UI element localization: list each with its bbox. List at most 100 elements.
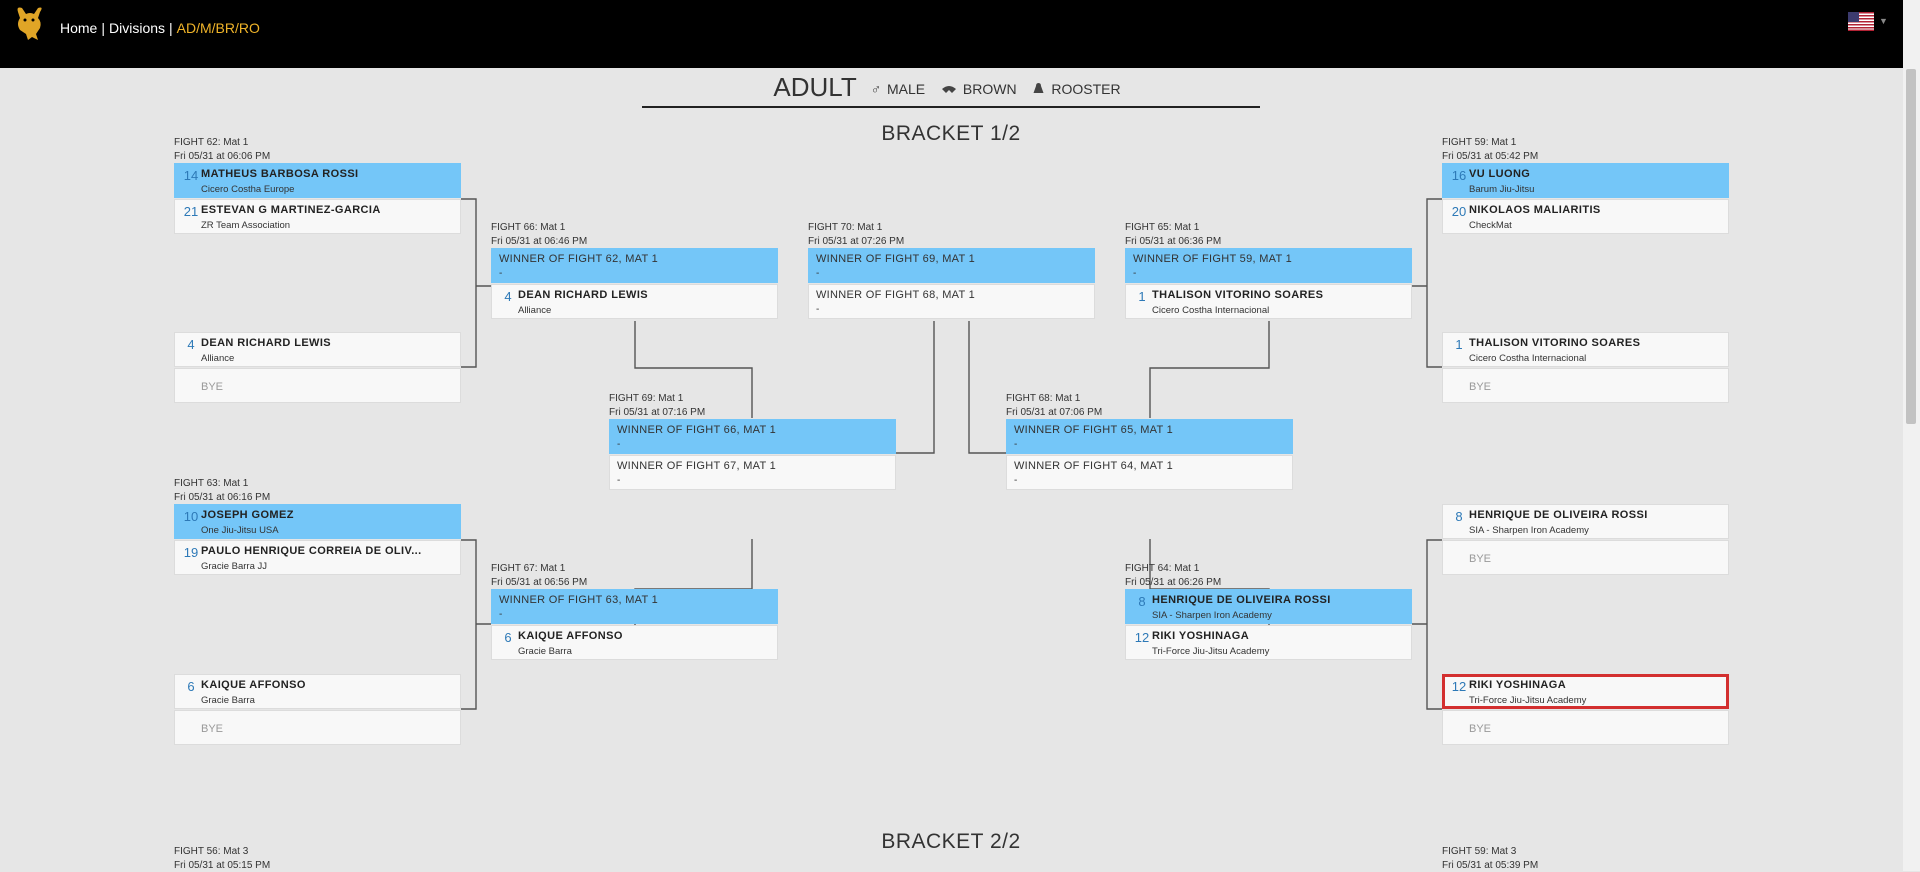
placeholder-sub: - xyxy=(1014,475,1017,486)
seed-number: 6 xyxy=(181,679,201,694)
match-info xyxy=(174,647,461,674)
bye-label: BYE xyxy=(201,381,223,393)
bye-label: BYE xyxy=(201,723,223,735)
fight-label: FIGHT 65: Mat 1 xyxy=(1125,221,1412,235)
fight-time: Fri 05/31 at 06:06 PM xyxy=(174,150,461,164)
placeholder-sub: - xyxy=(1014,439,1017,450)
competitor-slot[interactable]: WINNER OF FIGHT 65, MAT 1 - xyxy=(1006,419,1293,454)
competitor-name[interactable]: RIKI YOSHINAGA xyxy=(1469,679,1566,691)
fight-time: Fri 05/31 at 06:46 PM xyxy=(491,235,778,249)
fight-label: FIGHT 59: Mat 3 xyxy=(1442,845,1729,859)
bye-label: BYE xyxy=(1469,553,1491,565)
seed-number: 10 xyxy=(181,509,201,524)
connector-line xyxy=(461,199,491,367)
competitor-name[interactable]: HENRIQUE DE OLIVEIRA ROSSI xyxy=(1469,509,1648,521)
connector-line xyxy=(461,540,491,709)
fight-time: Fri 05/31 at 06:16 PM xyxy=(174,491,461,505)
team-name: Cicero Costha Internacional xyxy=(1469,353,1586,364)
team-name: Alliance xyxy=(518,305,551,316)
competitor-name[interactable]: PAULO HENRIQUE CORREIA DE OLIV... xyxy=(201,545,422,557)
bye-slot: BYE xyxy=(1442,540,1729,575)
competitor-name[interactable]: THALISON VITORINO SOARES xyxy=(1152,289,1323,301)
competitor-name[interactable]: NIKOLAOS MALIARITIS xyxy=(1469,204,1601,216)
placeholder-label: WINNER OF FIGHT 69, MAT 1 xyxy=(816,253,975,265)
placeholder-label: WINNER OF FIGHT 59, MAT 1 xyxy=(1133,253,1292,265)
competitor-name[interactable]: KAIQUE AFFONSO xyxy=(201,679,306,691)
competitor-slot[interactable]: WINNER OF FIGHT 63, MAT 1- xyxy=(491,589,778,624)
competitor-name[interactable]: ESTEVAN G MARTINEZ-GARCIA xyxy=(201,204,381,216)
connector-line xyxy=(896,321,934,453)
placeholder-label: WINNER OF FIGHT 65, MAT 1 xyxy=(1014,424,1173,436)
competitor-name[interactable]: DEAN RICHARD LEWIS xyxy=(518,289,648,301)
team-name: Cicero Costha Europe xyxy=(201,184,294,195)
competitor-slot[interactable]: WINNER OF FIGHT 64, MAT 1- xyxy=(1006,455,1293,490)
fight-time: Fri 05/31 at 05:42 PM xyxy=(1442,150,1729,164)
seed-number: 12 xyxy=(1132,630,1152,645)
team-name: Gracie Barra xyxy=(518,646,572,657)
fight-time: Fri 05/31 at 06:36 PM xyxy=(1125,235,1412,249)
seed-number: 4 xyxy=(181,337,201,352)
team-name: One Jiu-Jitsu USA xyxy=(201,525,279,536)
placeholder-sub: - xyxy=(816,268,819,279)
competitor-slot[interactable]: WINNER OF FIGHT 69, MAT 1 - xyxy=(808,248,1095,283)
fight-label: FIGHT 67: Mat 1 xyxy=(491,562,778,576)
competitor-name[interactable]: JOSEPH GOMEZ xyxy=(201,509,294,521)
fight-label: FIGHT 59: Mat 1 xyxy=(1442,136,1729,150)
competitor-name[interactable]: HENRIQUE DE OLIVEIRA ROSSI xyxy=(1152,594,1331,606)
competitor-slot[interactable]: WINNER OF FIGHT 67, MAT 1- xyxy=(609,455,896,490)
competitor-name[interactable]: THALISON VITORINO SOARES xyxy=(1469,337,1640,349)
competitor-slot[interactable]: WINNER OF FIGHT 68, MAT 1- xyxy=(808,284,1095,319)
competitor-slot[interactable]: WINNER OF FIGHT 62, MAT 1- xyxy=(491,248,778,283)
fight-label: FIGHT 66: Mat 1 xyxy=(491,221,778,235)
competitor-slot[interactable]: WINNER OF FIGHT 66, MAT 1- xyxy=(609,419,896,454)
competitor-name[interactable]: RIKI YOSHINAGA xyxy=(1152,630,1249,642)
competitor-name[interactable]: KAIQUE AFFONSO xyxy=(518,630,623,642)
competitor-name[interactable]: VU LUONG xyxy=(1469,168,1530,180)
match-info xyxy=(1442,477,1729,504)
fight-time: Fri 05/31 at 05:39 PM xyxy=(1442,859,1729,872)
seed-number: 16 xyxy=(1449,168,1469,183)
team-name: Alliance xyxy=(201,353,234,364)
fight-time: Fri 05/31 at 06:26 PM xyxy=(1125,576,1412,590)
placeholder-label: WINNER OF FIGHT 63, MAT 1 xyxy=(499,594,658,606)
match-info xyxy=(1442,305,1729,332)
competitor-name[interactable]: DEAN RICHARD LEWIS xyxy=(201,337,331,349)
placeholder-label: WINNER OF FIGHT 68, MAT 1 xyxy=(816,289,975,301)
competitor-slot[interactable]: WINNER OF FIGHT 59, MAT 1- xyxy=(1125,248,1412,283)
competitor-name[interactable]: MATHEUS BARBOSA ROSSI xyxy=(201,168,359,180)
team-name: ZR Team Association xyxy=(201,220,290,231)
seed-number: 12 xyxy=(1449,679,1469,694)
seed-number: 8 xyxy=(1132,594,1152,609)
